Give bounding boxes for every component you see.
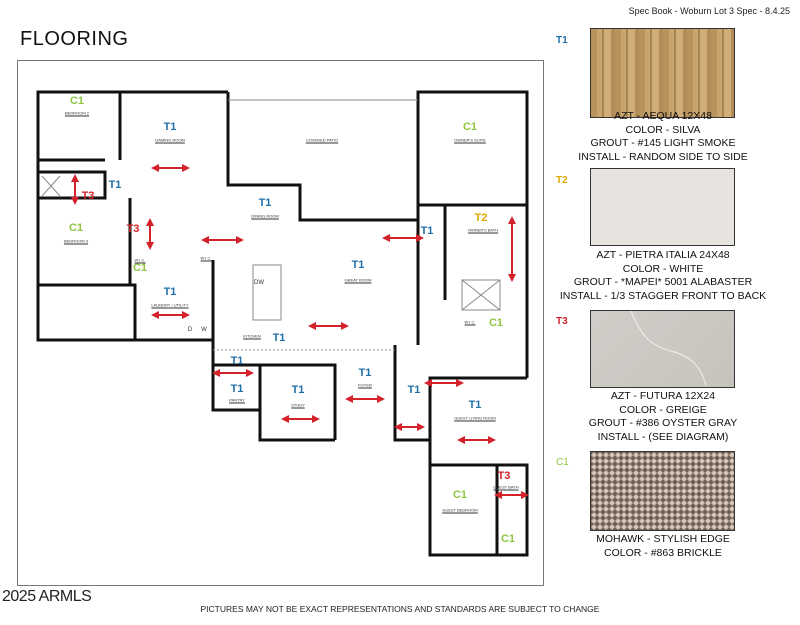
tag-t1: T1 [230,383,244,395]
desc-line: GROUT - *MAPEI* 5001 ALABASTER [573,276,753,288]
room-label: GREAT ROOM [344,277,372,283]
room-label: GAMING ROOM [155,137,185,143]
room-label: OWNER'S SUITE [454,137,486,143]
room-label: W.I.C. [134,257,146,263]
legend-tag-t1: T1 [556,35,568,46]
room-label: LAUNDRY / UTILITY [151,302,189,308]
room-label: GUEST BEDROOM [442,507,478,513]
tag-c1: C1 [452,489,468,501]
room-label: BEDROOM 2 [64,110,90,116]
dishwasher-label: DW [254,280,264,286]
room-label: W.I.C. [464,319,476,325]
swatch-t1-wood-tile [590,28,735,118]
tag-t1: T1 [351,259,365,271]
spec-book-label: Spec Book - Woburn Lot 3 Spec - 8.4.25 [628,6,790,16]
room-label: KITCHEN [243,333,261,339]
room-label: W.I.C. [200,255,212,261]
install-direction-arrows [71,164,529,499]
desc-line: COLOR - #863 BRICKLE [604,546,722,559]
tag-t1: T1 [420,225,434,237]
tag-t1: T1 [230,355,244,367]
floor-plan-frame [17,60,544,586]
swatch-t3-marble-tile [590,310,735,388]
desc-line: AZT - PIETRA ITALIA 24X48 [596,249,730,261]
legend-tag-c1: C1 [556,457,569,468]
room-label: FOYER [358,382,372,388]
tag-c1: C1 [488,317,504,329]
tag-t1: T1 [468,399,482,411]
tag-t3: T3 [126,223,140,235]
tag-t1: T1 [291,384,305,396]
room-label: COVERED PATIO [305,137,339,143]
desc-line: INSTALL - 1/3 STAGGER FRONT TO BACK [559,289,767,302]
tag-t3: T3 [497,470,511,482]
room-label: PANTRY [229,397,245,403]
room-label: STUDY [291,402,305,408]
walls [36,90,529,557]
tag-c1: C1 [68,222,84,234]
tag-t1: T1 [272,332,286,344]
thin-lines [41,99,501,351]
tag-t1: T1 [163,121,177,133]
tag-c1: C1 [500,533,516,545]
desc-line: COLOR - SILVA [625,123,701,136]
washer-label: W [201,327,207,333]
tag-t1: T1 [163,286,177,298]
room-label: BEDROOM 3 [63,238,89,244]
tag-c1: C1 [69,95,85,107]
swatch-t2-stone-tile [590,168,735,246]
desc-line: COLOR - WHITE [622,262,704,275]
legend-tag-t3: T3 [556,316,568,327]
room-label: DINING ROOM [251,213,279,219]
swatch-c1-carpet [590,451,735,531]
tag-t3: T3 [81,190,95,202]
tag-t1: T1 [407,384,421,396]
tag-t2: T2 [474,212,488,224]
material-description-t1: AZT - AEQUA 12X48 COLOR - SILVA GROUT - … [543,110,783,164]
dryer-label: D [187,327,193,333]
desc-line: GROUT - #145 LIGHT SMOKE [590,137,736,149]
tag-t1: T1 [258,197,272,209]
desc-line: INSTALL - RANDOM SIDE TO SIDE [578,150,748,163]
page-title: FLOORING [20,28,129,50]
room-label: OWNER'S BATH [467,227,499,233]
material-description-c1: MOHAWK - STYLISH EDGE COLOR - #863 BRICK… [543,533,783,560]
desc-line: GROUT - #386 OYSTER GRAY [588,417,738,429]
tag-c1: C1 [132,262,148,274]
desc-line: AZT - AEQUA 12X48 [614,110,712,122]
desc-line: COLOR - GREIGE [619,403,707,416]
room-label: GUEST BATH [493,484,519,490]
tag-c1: C1 [462,121,478,133]
desc-line: INSTALL - (SEE DIAGRAM) [597,430,729,443]
desc-line: AZT - FUTURA 12X24 [610,390,716,402]
desc-line: MOHAWK - STYLISH EDGE [596,533,730,545]
copyright-watermark: 2025 ARMLS [2,588,92,605]
disclaimer: PICTURES MAY NOT BE EXACT REPRESENTATION… [200,604,600,614]
material-description-t2: AZT - PIETRA ITALIA 24X48 COLOR - WHITE … [543,249,783,303]
room-label: GUEST LIVING ROOM [454,415,496,421]
marble-vein [630,311,707,386]
material-description-t3: AZT - FUTURA 12X24 COLOR - GREIGE GROUT … [543,390,783,444]
tag-t1: T1 [108,179,122,191]
tag-t1: T1 [358,367,372,379]
legend-tag-t2: T2 [556,175,568,186]
